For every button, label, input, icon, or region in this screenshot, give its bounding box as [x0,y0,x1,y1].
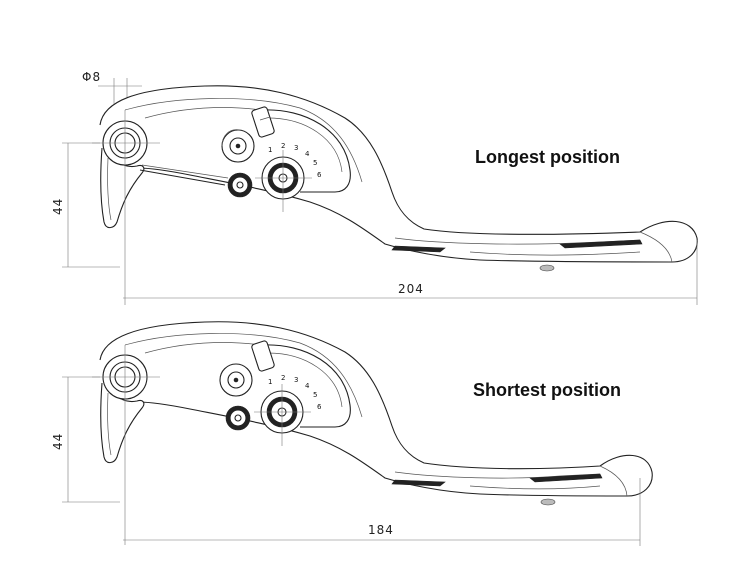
blade-tab [539,264,555,272]
adjuster-number: 2 [281,374,285,382]
adjuster-number: 2 [281,142,285,150]
lever-longest: Φ8 1 2 3 4 [51,70,698,305]
adjuster-number: 5 [313,159,317,167]
adjuster-number: 5 [313,391,317,399]
lever-shortest: 1 2 3 4 5 6 44 184 Shortest posi [51,321,653,546]
height-label: 44 [51,433,65,450]
adjuster-number: 4 [305,382,310,390]
adjuster-number: 4 [305,150,310,158]
length-label: 204 [398,282,424,296]
adjuster-number: 6 [317,403,322,411]
diameter-label: Φ8 [82,70,101,84]
adjuster-number: 6 [317,171,322,179]
blade-tab [540,498,556,506]
adjuster-scale: 1 2 3 4 5 6 [268,142,322,179]
adjuster-number: 3 [294,376,298,384]
adjuster-scale: 1 2 3 4 5 6 [268,374,322,411]
position-label-longest: Longest position [475,147,620,167]
length-label: 184 [368,523,394,537]
adjuster-tab [251,106,275,138]
height-label: 44 [51,198,65,215]
adjuster-number: 3 [294,144,298,152]
adjuster-number: 1 [268,146,272,154]
adjuster-number: 1 [268,378,272,386]
adjuster-tab [251,340,275,372]
position-label-shortest: Shortest position [473,380,621,400]
